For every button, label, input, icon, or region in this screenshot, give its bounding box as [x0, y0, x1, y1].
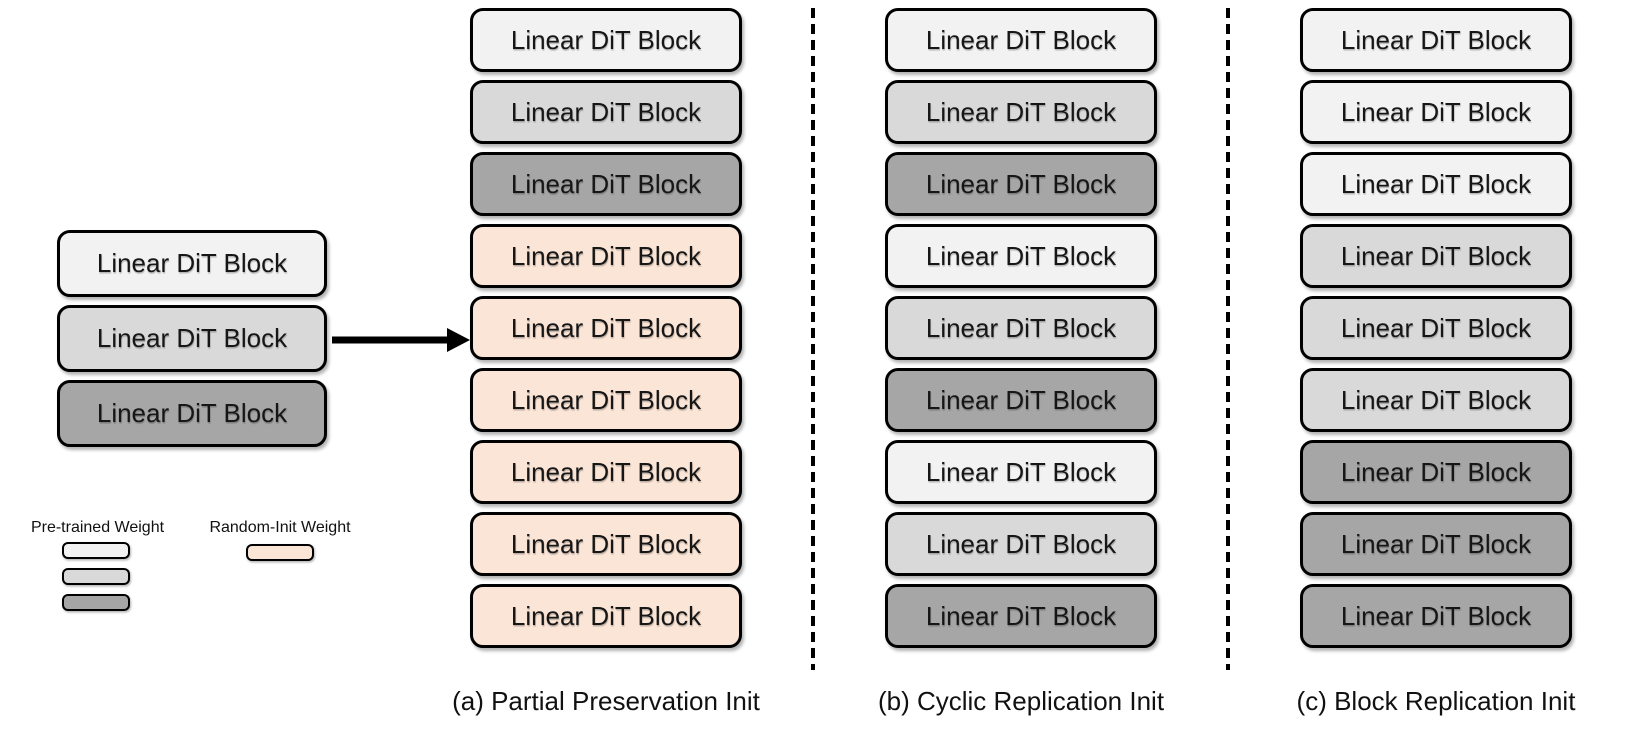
linear-dit-block-medium: Linear DiT Block	[885, 512, 1157, 576]
linear-dit-block-dark: Linear DiT Block	[57, 380, 327, 447]
linear-dit-block-random: Linear DiT Block	[470, 224, 742, 288]
linear-dit-block-random: Linear DiT Block	[470, 440, 742, 504]
caption-block-replication-init: (c) Block Replication Init	[1296, 686, 1576, 716]
linear-dit-block-light: Linear DiT Block	[1300, 152, 1572, 216]
linear-dit-block-light	[62, 542, 130, 559]
linear-dit-block-random	[246, 544, 314, 561]
linear-dit-block-dark: Linear DiT Block	[470, 152, 742, 216]
linear-dit-block-medium	[62, 568, 130, 585]
linear-dit-block-dark: Linear DiT Block	[1300, 512, 1572, 576]
legend-random-init-weight-label: Random-Init Weight	[209, 519, 351, 536]
legend-random-init-swatch	[246, 544, 314, 561]
linear-dit-block-random: Linear DiT Block	[470, 584, 742, 648]
linear-dit-block-medium: Linear DiT Block	[1300, 296, 1572, 360]
linear-dit-block-light: Linear DiT Block	[57, 230, 327, 297]
linear-dit-block-dark: Linear DiT Block	[1300, 440, 1572, 504]
legend-pretrained-swatches	[62, 542, 130, 611]
linear-dit-block-dark: Linear DiT Block	[1300, 584, 1572, 648]
linear-dit-block-medium: Linear DiT Block	[885, 80, 1157, 144]
linear-dit-block-medium: Linear DiT Block	[470, 80, 742, 144]
linear-dit-block-random: Linear DiT Block	[470, 368, 742, 432]
linear-dit-block-light: Linear DiT Block	[1300, 80, 1572, 144]
linear-dit-block-medium: Linear DiT Block	[57, 305, 327, 372]
linear-dit-block-light: Linear DiT Block	[885, 440, 1157, 504]
init-copy-arrow-icon	[330, 326, 470, 354]
linear-dit-block-light: Linear DiT Block	[885, 8, 1157, 72]
linear-dit-block-random: Linear DiT Block	[470, 512, 742, 576]
linear-dit-block-dark: Linear DiT Block	[885, 152, 1157, 216]
dashed-divider-2	[1226, 8, 1230, 670]
linear-dit-block-light: Linear DiT Block	[470, 8, 742, 72]
linear-dit-block-medium: Linear DiT Block	[885, 296, 1157, 360]
caption-partial-preservation-init: (a) Partial Preservation Init	[452, 686, 760, 716]
linear-dit-block-dark: Linear DiT Block	[885, 584, 1157, 648]
linear-dit-block-medium: Linear DiT Block	[1300, 368, 1572, 432]
linear-dit-block-dark: Linear DiT Block	[885, 368, 1157, 432]
linear-dit-block-light: Linear DiT Block	[885, 224, 1157, 288]
linear-dit-block-medium: Linear DiT Block	[1300, 224, 1572, 288]
dashed-divider-1	[811, 8, 815, 670]
linear-dit-block-random: Linear DiT Block	[470, 296, 742, 360]
legend-pretrained-weight-label: Pre-trained Weight	[30, 519, 165, 536]
linear-dit-block-dark	[62, 594, 130, 611]
linear-dit-block-light: Linear DiT Block	[1300, 8, 1572, 72]
caption-cyclic-replication-init: (b) Cyclic Replication Init	[877, 686, 1165, 716]
